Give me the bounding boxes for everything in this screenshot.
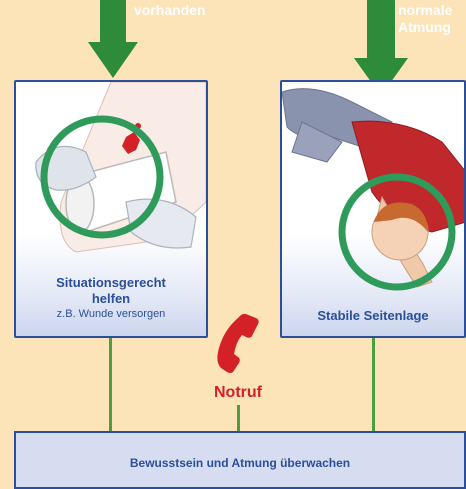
connector-right-vertical — [372, 338, 375, 431]
phone-icon — [216, 312, 262, 374]
left-card-caption: Situationsgerecht helfen z.B. Wunde vers… — [16, 275, 206, 321]
card-situationsgerecht-helfen: Situationsgerecht helfen z.B. Wunde vers… — [14, 80, 208, 338]
right-card-caption: Stabile Seitenlage — [282, 308, 464, 324]
arrow-label-right: normale Atmung — [398, 2, 452, 36]
monitoring-text: Bewusstsein und Atmung überwachen — [16, 456, 464, 470]
connector-left-vertical — [109, 338, 112, 431]
notruf-label: Notruf — [208, 384, 268, 402]
arrow-label-right-line1: normale — [398, 2, 452, 19]
left-card-title-line1: Situationsgerecht — [16, 275, 206, 291]
recovery-position-illustration — [282, 82, 466, 302]
card-stabile-seitenlage: Stabile Seitenlage — [280, 80, 466, 338]
connector-center-vertical — [237, 405, 240, 431]
right-card-title: Stabile Seitenlage — [282, 308, 464, 324]
left-card-subtitle: z.B. Wunde versorgen — [16, 307, 206, 321]
arrow-label-right-line2: Atmung — [398, 19, 452, 36]
monitoring-box: Bewusstsein und Atmung überwachen — [14, 431, 466, 489]
wound-care-illustration — [16, 82, 206, 262]
left-card-title-line2: helfen — [16, 291, 206, 307]
arrow-label-left: vorhanden — [134, 2, 206, 19]
